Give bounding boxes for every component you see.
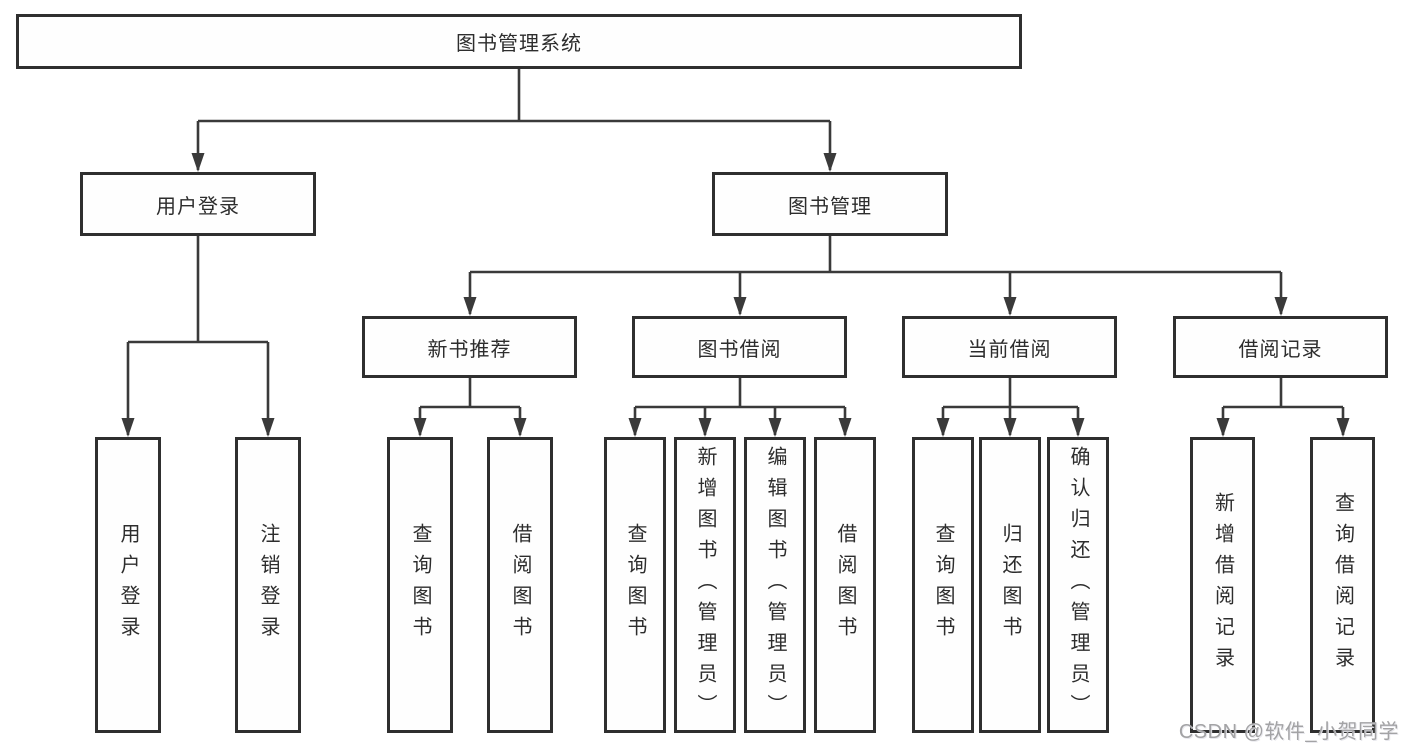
node-user-login: 用户登录: [80, 172, 316, 236]
leaf-borrow-edit-books-admin-label: 编辑图书（管理员）: [764, 445, 786, 725]
leaf-logout: 注销登录: [235, 437, 301, 733]
node-new-book-recommend: 新书推荐: [362, 316, 577, 378]
connector-paths: [126, 69, 1345, 435]
leaf-borrow-add-books-admin: 新增图书（管理员）: [674, 437, 736, 733]
leaf-records-add-record-label: 新增借阅记录: [1211, 492, 1234, 678]
leaf-current-return-books: 归还图书: [979, 437, 1041, 733]
leaf-records-query-record: 查询借阅记录: [1310, 437, 1375, 733]
leaf-recommend-borrow-books: 借阅图书: [487, 437, 553, 733]
node-book-management: 图书管理: [712, 172, 948, 236]
node-current-borrowing: 当前借阅: [902, 316, 1117, 378]
leaf-user-login: 用户登录: [95, 437, 161, 733]
node-borrowing-records: 借阅记录: [1173, 316, 1388, 378]
leaf-borrow-edit-books-admin: 编辑图书（管理员）: [744, 437, 806, 733]
leaf-logout-label: 注销登录: [257, 523, 279, 647]
node-root-label: 图书管理系统: [456, 33, 582, 55]
leaf-current-query-books-label: 查询图书: [932, 523, 954, 647]
leaf-borrow-query-books: 查询图书: [604, 437, 666, 733]
node-root: 图书管理系统: [16, 14, 1022, 69]
watermark: CSDN @软件_小贺同学: [1178, 721, 1399, 743]
leaf-user-login-label: 用户登录: [117, 523, 139, 647]
leaf-borrow-borrow-books-label: 借阅图书: [834, 523, 856, 647]
leaf-records-query-record-label: 查询借阅记录: [1331, 492, 1354, 678]
leaf-borrow-query-books-label: 查询图书: [624, 523, 646, 647]
node-book-borrowing: 图书借阅: [632, 316, 847, 378]
node-book-management-label: 图书管理: [788, 195, 872, 218]
leaf-recommend-query-books-label: 查询图书: [409, 523, 431, 647]
leaf-borrow-borrow-books: 借阅图书: [814, 437, 876, 733]
node-borrowing-records-label: 借阅记录: [1238, 338, 1323, 361]
leaf-records-add-record: 新增借阅记录: [1190, 437, 1255, 733]
leaf-recommend-query-books: 查询图书: [387, 437, 453, 733]
leaf-current-confirm-return-admin: 确认归还（管理员）: [1047, 437, 1109, 733]
leaf-recommend-borrow-books-label: 借阅图书: [509, 523, 531, 647]
leaf-current-query-books: 查询图书: [912, 437, 974, 733]
node-user-login-label: 用户登录: [156, 195, 240, 218]
node-book-borrowing-label: 图书借阅: [697, 338, 782, 361]
leaf-current-confirm-return-admin-label: 确认归还（管理员）: [1067, 445, 1089, 725]
node-new-book-recommend-label: 新书推荐: [427, 338, 512, 361]
node-current-borrowing-label: 当前借阅: [967, 338, 1052, 361]
leaf-current-return-books-label: 归还图书: [999, 523, 1021, 647]
leaf-borrow-add-books-admin-label: 新增图书（管理员）: [694, 445, 716, 725]
